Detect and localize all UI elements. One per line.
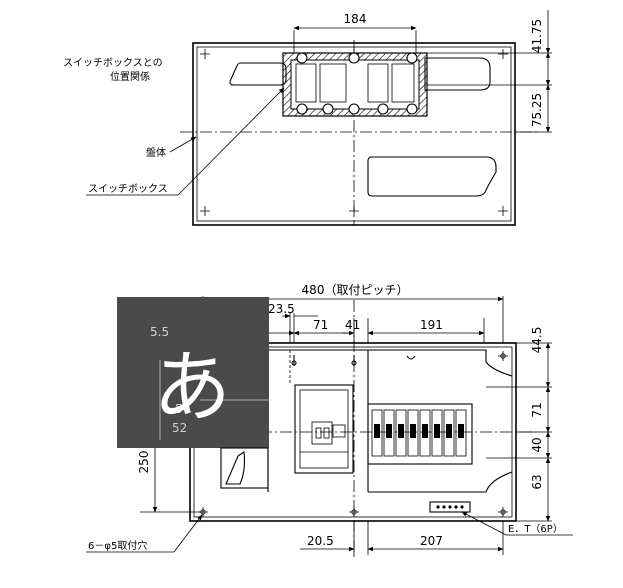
label-switch-box: スイッチボックス — [88, 183, 168, 195]
label-switch-box-relation-2: 位置関係 — [110, 70, 150, 83]
dim-191: 191 — [420, 318, 443, 332]
overlay-partial-5: 5 — [175, 402, 183, 416]
dim-41-75: 41.75 — [530, 19, 544, 53]
dim-71-right: 71 — [530, 402, 544, 417]
label-mounting-holes: 6－φ5取付穴 — [88, 539, 147, 552]
dim-23-5: 23.5 — [268, 302, 295, 316]
leader-switch-box — [177, 87, 285, 196]
leader-body — [169, 136, 197, 153]
dim-207: 207 — [420, 534, 443, 548]
overlay-glyph: あ — [153, 343, 231, 433]
overlay-partial-52: 52 — [172, 421, 187, 435]
leader-terminal — [461, 511, 507, 536]
dim-44-5: 44.5 — [530, 327, 544, 354]
overlay-block: 5.5 5 52 あ — [117, 297, 269, 448]
label-switch-box-relation-1: スイッチボックスとの — [63, 57, 163, 69]
dim-71-top: 71 — [313, 318, 328, 332]
branch-breakers — [367, 403, 473, 465]
label-terminal: E．T（6P） — [508, 523, 563, 535]
main-breaker — [294, 384, 354, 474]
top-lower-cutout — [367, 156, 497, 197]
leader-mounting-holes — [173, 514, 203, 553]
label-body: 盤体 — [146, 146, 166, 159]
dim-63: 63 — [530, 474, 544, 489]
dim-184: 184 — [344, 12, 367, 26]
top-view: 184 41.75 75.25 スイッチボックスとの 位置関係 盤体 スイッチボ… — [63, 10, 552, 226]
dim-41: 41 — [345, 318, 360, 332]
top-right-cutout — [424, 57, 491, 91]
top-left-cutout — [229, 62, 287, 86]
dim-480: 480（取付ピッチ） — [302, 283, 409, 297]
dim-75-25: 75.25 — [530, 93, 544, 127]
overlay-partial-dim: 5.5 — [150, 325, 169, 339]
left-channel — [220, 447, 269, 492]
terminal-block — [429, 501, 471, 513]
dim-20-5: 20.5 — [307, 534, 334, 548]
switch-box — [282, 52, 428, 117]
top-mounting-marks — [200, 49, 508, 216]
dim-40: 40 — [530, 437, 544, 452]
